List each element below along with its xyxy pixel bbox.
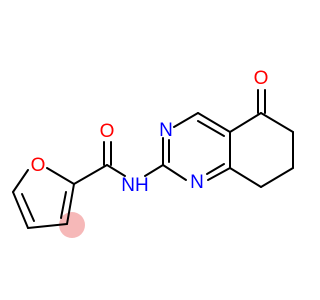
bond-c3-c4 (27, 223, 68, 229)
bond-c8a-n1-inner (206, 163, 225, 175)
atom-n1: N (190, 172, 204, 193)
bonds (12, 89, 294, 229)
atom-o-furan: O (31, 155, 46, 176)
bond-c4-c4a-inner (197, 120, 225, 137)
bond-n1-c2pyr (162, 164, 187, 181)
atom-labels: O O NH N N O (31, 68, 269, 196)
highlight-c3 (59, 212, 85, 238)
bond-c2-camide (73, 164, 108, 185)
bond-c2-c3 (66, 183, 75, 225)
bond-c5-c6 (260, 112, 294, 133)
bond-camide-nh (106, 164, 126, 177)
bond-c4-c5-inner (21, 193, 35, 222)
bond-c7-c8 (260, 167, 294, 188)
structure-diagram: O O NH N N O (12, 68, 294, 238)
bond-c8a-n1 (207, 167, 231, 181)
bond-c4-c5 (12, 191, 29, 229)
atom-o-amide: O (100, 121, 115, 142)
bond-c5-ofur (12, 169, 29, 193)
bond-ofur-c2 (46, 167, 75, 185)
bond-c4a-c5 (229, 112, 262, 133)
molecule-drawing: O O NH N N O (12, 68, 294, 238)
atom-n-amide: NH (121, 175, 148, 196)
atom-o-keto: O (254, 68, 269, 89)
bond-c8-c8a (229, 167, 262, 188)
bond-c2-c3-inner (60, 191, 67, 219)
bond-nh-c2pyr (144, 164, 164, 177)
furan-highlight (59, 212, 85, 238)
bond-c4-c4a (197, 112, 231, 133)
bond-n3-c4 (173, 112, 199, 128)
atom-n3: N (159, 120, 173, 141)
